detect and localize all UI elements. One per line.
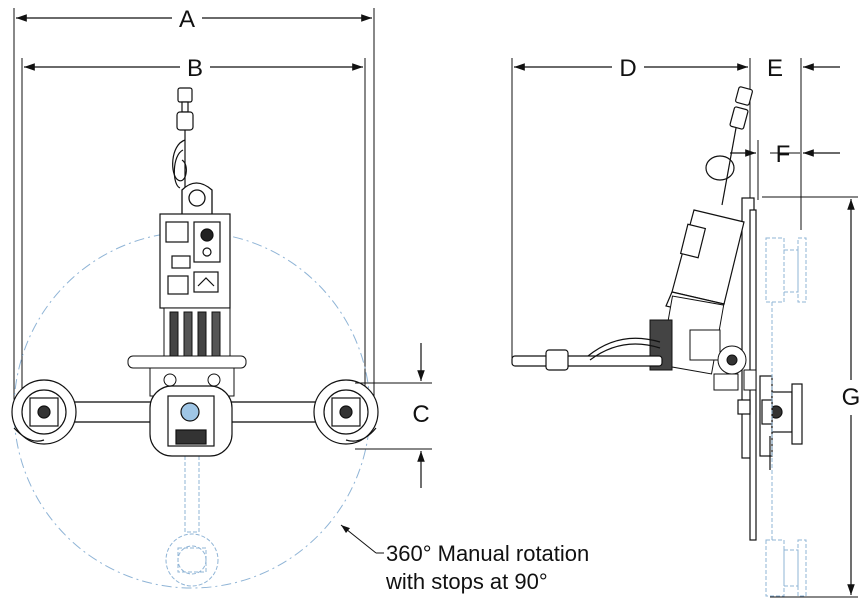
dimension-b-label: B bbox=[187, 55, 203, 82]
rotation-note: 360° Manual rotation with stops at 90° bbox=[340, 524, 589, 594]
side-suction-pad bbox=[737, 375, 803, 470]
hose-connector bbox=[172, 87, 194, 215]
side-view: D E F G bbox=[511, 55, 861, 598]
suction-pad-right bbox=[313, 379, 379, 445]
dimension-a: A bbox=[15, 6, 372, 33]
vertical-mount-bar bbox=[741, 197, 757, 541]
front-view: A B bbox=[11, 6, 589, 594]
rotation-note-line1: 360° Manual rotation bbox=[386, 541, 589, 566]
dimension-g-label: G bbox=[842, 384, 861, 411]
dimension-d-label: D bbox=[619, 55, 636, 82]
dimension-b: B bbox=[23, 55, 363, 82]
dimension-c: C bbox=[355, 343, 432, 488]
dimension-d: D bbox=[514, 55, 748, 82]
dimension-f-label: F bbox=[776, 141, 791, 168]
side-phantom-pads bbox=[765, 237, 807, 597]
dimension-g: G bbox=[842, 199, 861, 595]
dimension-e-label: E bbox=[767, 55, 783, 82]
side-hose-connector bbox=[705, 86, 753, 206]
control-box bbox=[159, 213, 231, 309]
dimension-f: F bbox=[730, 141, 840, 168]
suction-pad-center bbox=[149, 385, 233, 457]
vacuum-mechanism bbox=[127, 307, 247, 397]
side-arm bbox=[511, 337, 663, 371]
dimension-c-label: C bbox=[412, 401, 429, 428]
dimension-a-label: A bbox=[179, 6, 195, 33]
side-mechanism bbox=[649, 295, 757, 391]
lifting-eye bbox=[181, 182, 213, 216]
dimension-e: E bbox=[767, 55, 840, 82]
phantom-rotated-pad bbox=[165, 451, 219, 587]
rotation-note-line2: with stops at 90° bbox=[385, 569, 548, 594]
suction-pad-left bbox=[11, 379, 77, 445]
